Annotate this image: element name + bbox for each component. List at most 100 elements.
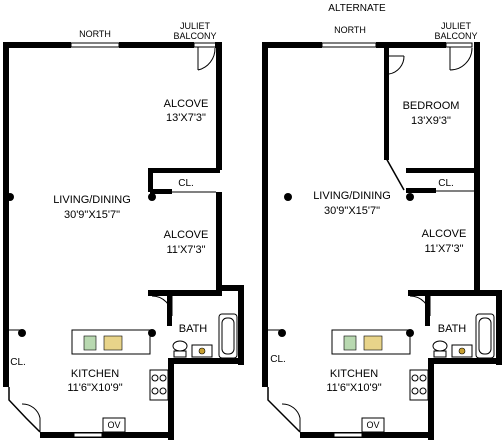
entry-door-swing [21,403,41,432]
right-wall-lower [216,192,222,289]
bath-right-wall [496,290,502,365]
north-label: NORTH [79,29,111,39]
burner-icon [419,374,427,382]
kitchen-counter [331,329,411,355]
bedroom-dims: 13'X9'3" [411,115,451,127]
living-dining-name: LIVING/DINING [313,190,391,202]
bath-sink [191,344,213,358]
closet-left-wall [148,168,153,192]
balcony-door-swing [197,47,216,71]
balcony-door-swing [449,47,473,71]
burner-icon [159,374,167,382]
closet-label: CL. [178,178,194,189]
toilet [432,340,448,352]
bathtub-basin [478,317,492,355]
alcove-upper-name: ALCOVE [164,98,209,110]
bedroom-angled-wall [385,157,405,191]
left-wall [262,42,268,387]
bath-partition [167,296,172,326]
kitchen-dims: 11'6"X10'9" [326,382,381,394]
floor-plan-original: NORTH JULIET BALCONY ALCOVE 13'X7'3" CL.… [3,21,244,440]
column [278,329,286,337]
stove [409,369,429,401]
juliet-balcony-window [445,42,473,48]
entry-angled-wall [267,387,301,433]
oven-label: OV [107,420,120,430]
bedroom-name: BEDROOM [403,100,460,112]
burner-icon [159,387,167,395]
dishwasher-icon [83,335,97,351]
entry-closet-label: CL. [10,357,26,368]
closet-top-wall [406,168,476,173]
juliet-label: JULIET [441,21,472,31]
bath-bottom-wall [430,358,502,364]
living-dining-dims: 30'9"X15'7" [64,209,120,221]
alternate-heading: ALTERNATE [328,3,386,14]
column [148,193,156,201]
north-window [321,42,377,48]
bath-top-wall [408,290,480,296]
kitchen-window [73,432,103,438]
balcony-label: BALCONY [173,31,216,41]
kitchen-counter [71,329,151,355]
alcove-lower-name: ALCOVE [164,229,209,241]
kitchen-sink-icon [363,335,383,351]
bedroom-left-wall [384,48,389,160]
right-wall [474,42,480,290]
left-wall [3,42,9,387]
bathtub-basin [221,317,235,355]
burner-icon [151,387,159,395]
oven [102,417,126,433]
entry-closet-label: CL. [270,354,286,365]
kitchen-name: KITCHEN [330,368,378,380]
juliet-label: JULIET [180,21,211,31]
entry-angled-wall [8,387,41,433]
column [284,193,292,201]
top-wall-left [3,42,71,48]
toilet [172,340,188,352]
bath-label: BATH [438,323,467,335]
dishwasher-icon [343,335,357,351]
toilet-tank [433,350,447,358]
kitchen-name: KITCHEN [71,368,119,380]
column [148,329,156,337]
right-wall-upper [216,42,222,170]
alcove-lower-name: ALCOVE [422,228,467,240]
north-label: NORTH [334,25,366,35]
burner-icon [419,387,427,395]
living-dining-name: LIVING/DINING [53,194,131,206]
closet-label: CL. [438,178,454,189]
toilet-tank [173,350,187,358]
burner-icon [151,374,159,382]
living-dining-dims: 30'9"X15'7" [324,205,380,217]
closet-bottom-wall [406,188,436,193]
floor-plan-alternate: NORTH JULIET BALCONY BEDROOM 13'X9'3" CL… [262,21,502,440]
alcove-lower-dims: 11'X7'3" [166,244,205,256]
kitchen-dims: 11'6"X10'9" [67,382,122,394]
balcony-label: BALCONY [434,31,477,41]
bath-corner [474,290,502,296]
alcove-upper-dims: 13'X7'3" [166,112,206,124]
bath-sink [451,344,473,358]
column [406,329,414,337]
oven [361,417,385,433]
sink-basin-icon [198,347,206,355]
bottom-wall [40,432,174,438]
top-wall-mid [119,42,194,48]
oven-label: OV [366,420,379,430]
bath-top-wall [148,290,222,296]
top-wall-mid [376,42,446,48]
stove [149,369,169,401]
column [406,193,414,201]
bottom-wall [300,432,434,438]
bath-bottom-wall [170,358,244,364]
top-wall-left [262,42,322,48]
sink-basin-icon [458,347,466,355]
kitchen-right-wall [168,358,174,440]
closet-bottom-wall [150,189,172,194]
column [18,329,26,337]
bath-right-wall [238,290,244,365]
burner-icon [411,387,419,395]
kitchen-window [333,432,363,438]
